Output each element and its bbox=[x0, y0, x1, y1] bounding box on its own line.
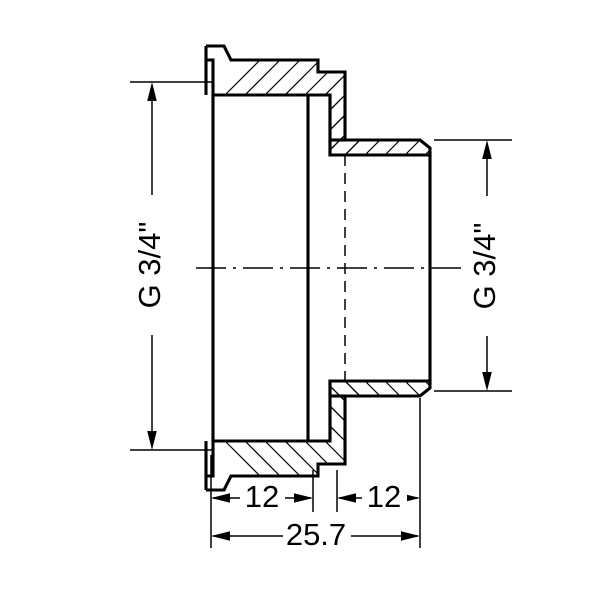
dim-text-mask-total bbox=[283, 519, 351, 553]
dim-arrow-right-top bbox=[482, 140, 492, 159]
dim-arrow-total-left bbox=[211, 531, 230, 541]
dim-text-mask-12-left bbox=[240, 482, 285, 514]
dim-arrow-left-top bbox=[147, 82, 157, 101]
body-outline-lower bbox=[206, 379, 432, 492]
dim-label-length-right: 12 bbox=[367, 479, 401, 514]
dim-text-mask-12-right bbox=[362, 482, 407, 514]
dim-arrow-12-right-a bbox=[337, 493, 356, 503]
dim-label-length-left: 12 bbox=[245, 479, 279, 514]
dim-text-mask-right bbox=[467, 196, 507, 336]
dim-label-left-thread: G 3/4" bbox=[132, 222, 167, 309]
dim-label-right-thread: G 3/4" bbox=[467, 223, 502, 310]
dim-label-length-total: 25.7 bbox=[286, 517, 346, 552]
dim-arrow-12-left-b bbox=[294, 493, 313, 503]
dim-arrow-right-bottom bbox=[482, 372, 492, 391]
dim-text-mask-left bbox=[132, 195, 172, 335]
dim-arrow-left-bottom bbox=[147, 431, 157, 450]
dim-arrow-12-left-a bbox=[211, 493, 230, 503]
dim-arrow-total-right bbox=[401, 531, 420, 541]
